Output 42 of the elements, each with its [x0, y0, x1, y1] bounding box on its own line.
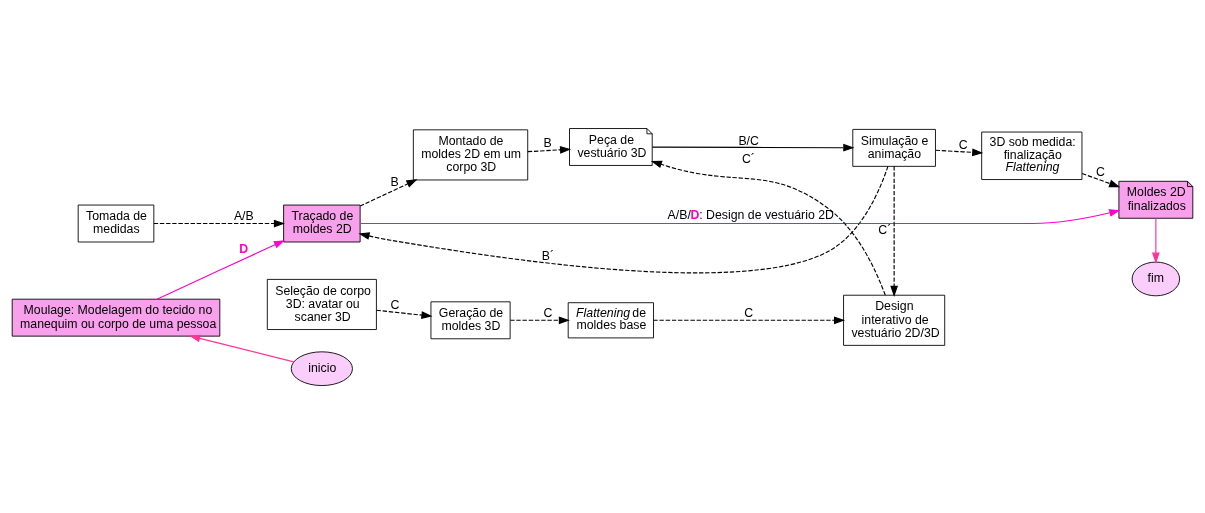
edge-label: C: [744, 305, 754, 320]
node-box: Design interativo de vestuário 2D/3D: [843, 294, 946, 346]
edge-label: B: [543, 135, 552, 150]
edge-label: C´: [878, 222, 892, 237]
arrow: [509, 315, 570, 324]
edge-label: C: [543, 305, 553, 320]
node-ellipse: inicio: [290, 350, 353, 386]
edge-label: C: [390, 297, 400, 312]
arrow: [189, 334, 295, 362]
node-box: Montado de moldes 2D em um corpo 3D: [412, 128, 529, 180]
node-box: Traçado de moldes 2D: [283, 204, 361, 242]
arrow: [358, 165, 889, 273]
edge-label: B/C: [738, 133, 759, 148]
edge-label: A/B: [233, 208, 254, 223]
arrow: [650, 160, 886, 296]
arrow: [359, 178, 418, 207]
node-box: Simulação e animação: [852, 128, 936, 167]
node-box: Geração de moldes 3D: [430, 300, 511, 339]
node-box: Moulage: Modelagem do tecido no manequim ou corpo de uma pessoa: [11, 298, 221, 337]
arrow: [651, 143, 855, 152]
arrow: [527, 145, 572, 154]
arrow: [1151, 217, 1160, 264]
node-box: Tomada de medidas: [77, 204, 155, 242]
edge-label: B: [390, 174, 399, 189]
edge-label: A/B/D: Design de vestuário 2D: [667, 207, 834, 222]
edge-label: C: [1096, 164, 1105, 179]
arrow: [359, 208, 1121, 224]
arrow: [653, 315, 846, 324]
arrow: [1081, 172, 1121, 187]
arrow: [935, 148, 984, 156]
edge-label: C: [958, 137, 968, 152]
edge-label: D: [239, 241, 249, 256]
node-box: 3D sob medida: finalização Flattening: [981, 131, 1083, 180]
node-ellipse: fim: [1131, 261, 1181, 296]
node-box: Seleção de corpo 3D: avatar ou scaner 3D: [266, 278, 377, 330]
edge-label: B´: [541, 248, 555, 263]
arrow: [153, 219, 285, 227]
arrow: [156, 239, 285, 300]
node-box: Flattening de moldes base: [567, 301, 654, 338]
arrow: [890, 165, 898, 297]
arrow: [376, 309, 433, 319]
edge-label: C´: [741, 151, 755, 166]
